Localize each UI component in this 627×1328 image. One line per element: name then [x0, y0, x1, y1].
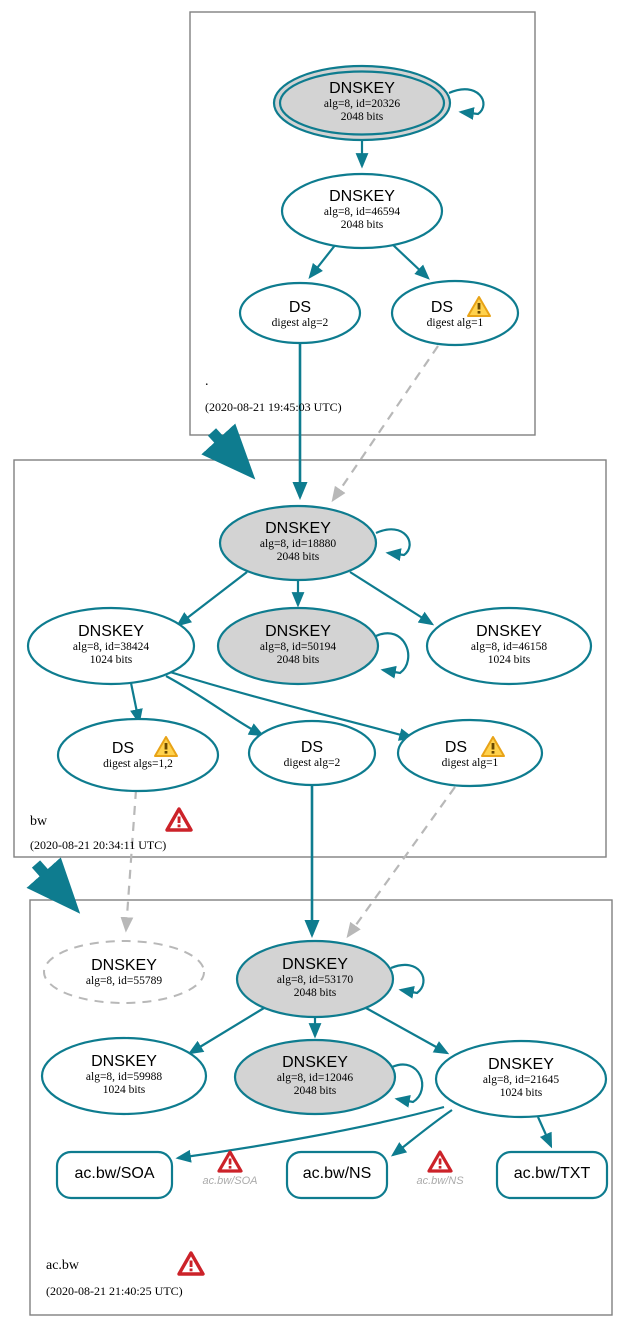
rrset-box-soa[interactable]	[55, 1150, 174, 1200]
edge-self-loop-50194	[375, 632, 410, 679]
node-root-ds-alg1[interactable]	[390, 279, 520, 347]
error-caption-acbw-ns: ac.bw/NS	[416, 1175, 464, 1187]
zone-date-root: (2020-08-21 19:45:03 UTC)	[205, 400, 342, 414]
edge-38424-to-ds-alg2	[165, 675, 265, 737]
edge-bw-ds-alg12-to-acbw-55789-dashed	[120, 789, 138, 933]
node-bw-ds-alg12[interactable]	[56, 717, 220, 793]
warning-icon-bw-ds-alg1	[481, 736, 505, 757]
edge-53170-to-21645	[365, 1007, 450, 1055]
node-bw-ds-alg2[interactable]	[247, 719, 377, 787]
node-root-ksk-20326-inner	[278, 70, 446, 136]
error-icon-zone-acbw	[177, 1251, 205, 1276]
edge-21645-to-soa	[175, 1105, 445, 1163]
zone-box-root	[189, 11, 536, 436]
edge-21645-to-txt	[536, 1116, 553, 1149]
node-acbw-ksk-12046[interactable]	[233, 1038, 397, 1116]
node-acbw-key-55789-nonexistent[interactable]	[43, 940, 205, 1004]
node-bw-zsk-46158[interactable]	[425, 606, 593, 686]
edge-self-loop-20326	[448, 88, 485, 120]
zone-box-bw	[13, 459, 607, 858]
node-acbw-zsk-21645[interactable]	[434, 1039, 608, 1119]
edge-18880-to-46158	[349, 571, 435, 626]
error-icon-zone-bw	[165, 807, 193, 832]
edge-self-loop-12046	[391, 1063, 424, 1108]
node-bw-ds-alg1[interactable]	[396, 718, 544, 788]
node-root-ds-alg2[interactable]	[238, 281, 362, 345]
edge-46594-to-ds-alg2	[308, 243, 337, 280]
error-caption-acbw-soa: ac.bw/SOA	[202, 1175, 258, 1187]
error-icon-acbw-ns	[427, 1150, 453, 1173]
edge-46594-to-ds-alg1	[391, 243, 430, 280]
node-bw-zsk-38424[interactable]	[26, 606, 196, 686]
edge-38424-to-ds-alg1	[169, 670, 415, 741]
warning-icon-root-ds-alg1	[467, 296, 491, 317]
edge-38424-to-ds-alg12	[129, 682, 143, 725]
node-acbw-zsk-59988[interactable]	[40, 1036, 208, 1116]
node-bw-ksk-50194[interactable]	[216, 606, 380, 686]
node-root-zsk-46594[interactable]	[280, 172, 444, 250]
edge-53170-to-59988	[187, 1007, 265, 1055]
node-acbw-ksk-53170[interactable]	[235, 939, 395, 1019]
delegation-arrow-bw-to-acbw	[26, 857, 81, 914]
edge-self-loop-53170	[390, 963, 425, 999]
zone-label-bw: bw	[30, 814, 48, 829]
edge-self-loop-18880	[375, 528, 411, 561]
rrset-box-ns[interactable]	[285, 1150, 389, 1200]
edge-18880-to-38424	[175, 571, 248, 627]
error-icon-acbw-soa	[217, 1150, 243, 1173]
warning-icon-bw-ds-alg12	[154, 736, 178, 757]
zone-date-acbw: (2020-08-21 21:40:25 UTC)	[46, 1284, 183, 1298]
edge-21645-to-ns	[390, 1109, 453, 1157]
node-bw-ksk-18880[interactable]	[218, 504, 378, 582]
zone-date-bw: (2020-08-21 20:34:11 UTC)	[30, 838, 167, 852]
rrset-box-txt[interactable]	[495, 1150, 609, 1200]
zone-box-acbw	[29, 899, 613, 1316]
edge-bw-ds-alg1-to-acbw-53170-dashed	[346, 786, 456, 939]
zone-label-root: .	[205, 374, 209, 389]
delegation-arrow-root-to-bw	[201, 423, 256, 480]
zone-label-acbw: ac.bw	[46, 1258, 80, 1273]
